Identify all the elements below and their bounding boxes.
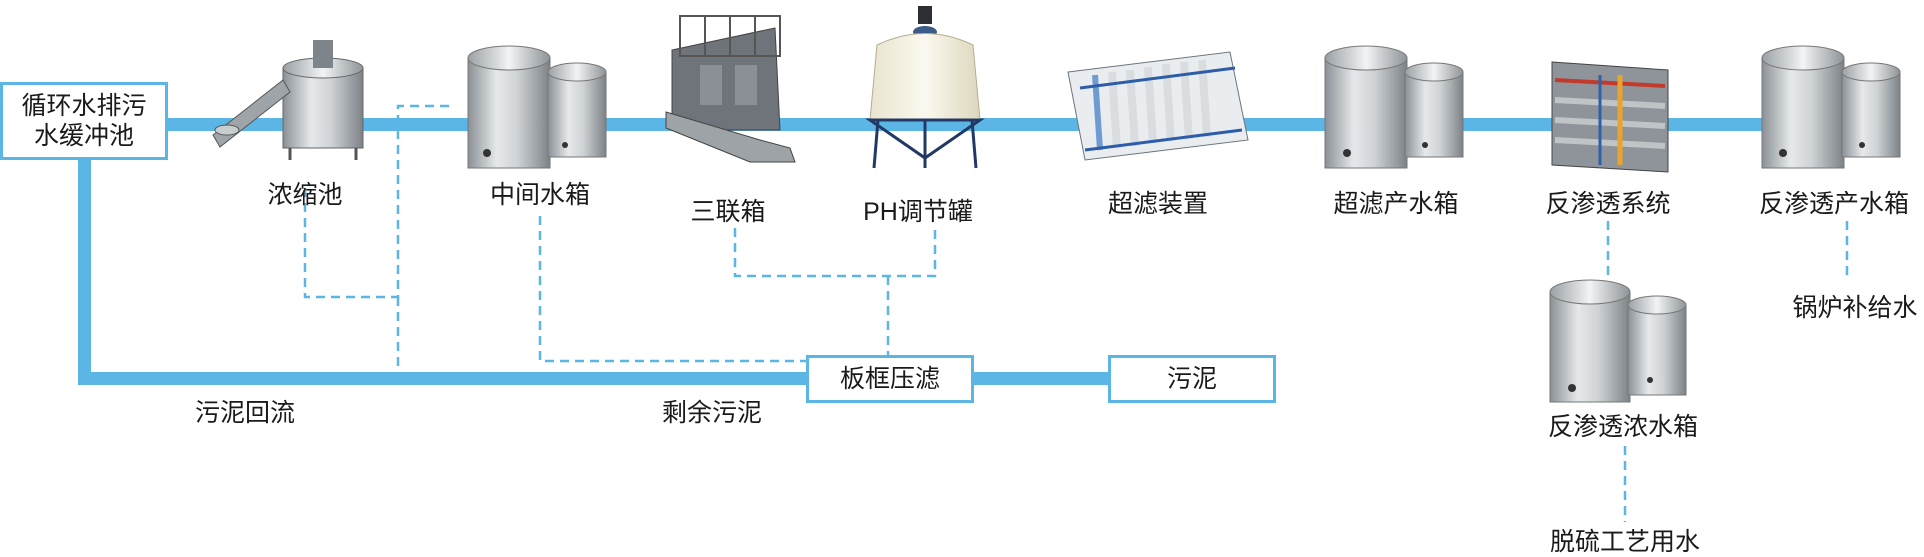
buffer-tank-label-line1: 循环水排污	[21, 92, 147, 120]
ph-tank-icon	[865, 6, 985, 169]
uf-water-tank-icon	[1324, 45, 1464, 169]
uf-water-tank-label: 超滤产水箱	[1333, 190, 1459, 218]
dashed-intermediate-to-filter	[538, 216, 806, 363]
sludge-return-label: 污泥回流	[194, 399, 296, 427]
thickener-label: 浓缩池	[267, 181, 343, 209]
triple-tank-label: 三联箱	[690, 198, 766, 226]
intermediate-tank-icon	[467, 45, 607, 169]
buffer-tank-label-line2: 水缓冲池	[33, 122, 134, 150]
main-pipe-left-vertical	[78, 160, 91, 385]
ro-system-icon	[1551, 61, 1669, 173]
ro-concentrate-tank-icon	[1549, 279, 1687, 403]
ro-concentrate-tank-label: 反渗透浓水箱	[1547, 413, 1699, 441]
uf-device-label: 超滤装置	[1107, 190, 1209, 218]
uf-device-icon	[1067, 51, 1249, 161]
plate-filter-box: 板框压滤	[806, 355, 974, 403]
sludge-box: 污泥	[1108, 355, 1276, 403]
ro-water-tank-icon	[1761, 45, 1901, 169]
buffer-tank-box: 循环水排污 水缓冲池	[0, 82, 168, 160]
boiler-feed-label: 锅炉补给水	[1792, 294, 1918, 322]
sludge-label: 污泥	[1166, 365, 1217, 393]
dashed-triple-ph-link	[733, 228, 937, 278]
thickener-icon	[212, 40, 364, 160]
plate-filter-label: 板框压滤	[839, 365, 940, 393]
dashed-connections	[303, 104, 1849, 522]
intermediate-tank-label: 中间水箱	[489, 181, 591, 209]
ro-system-label: 反渗透系统	[1545, 190, 1671, 218]
desulfurization-label: 脱硫工艺用水	[1549, 528, 1701, 556]
triple-tank-icon	[665, 15, 796, 163]
ro-water-tank-label: 反渗透产水箱	[1758, 190, 1910, 218]
excess-sludge-label: 剩余污泥	[661, 399, 763, 427]
ph-tank-label: PH调节罐	[863, 198, 973, 226]
